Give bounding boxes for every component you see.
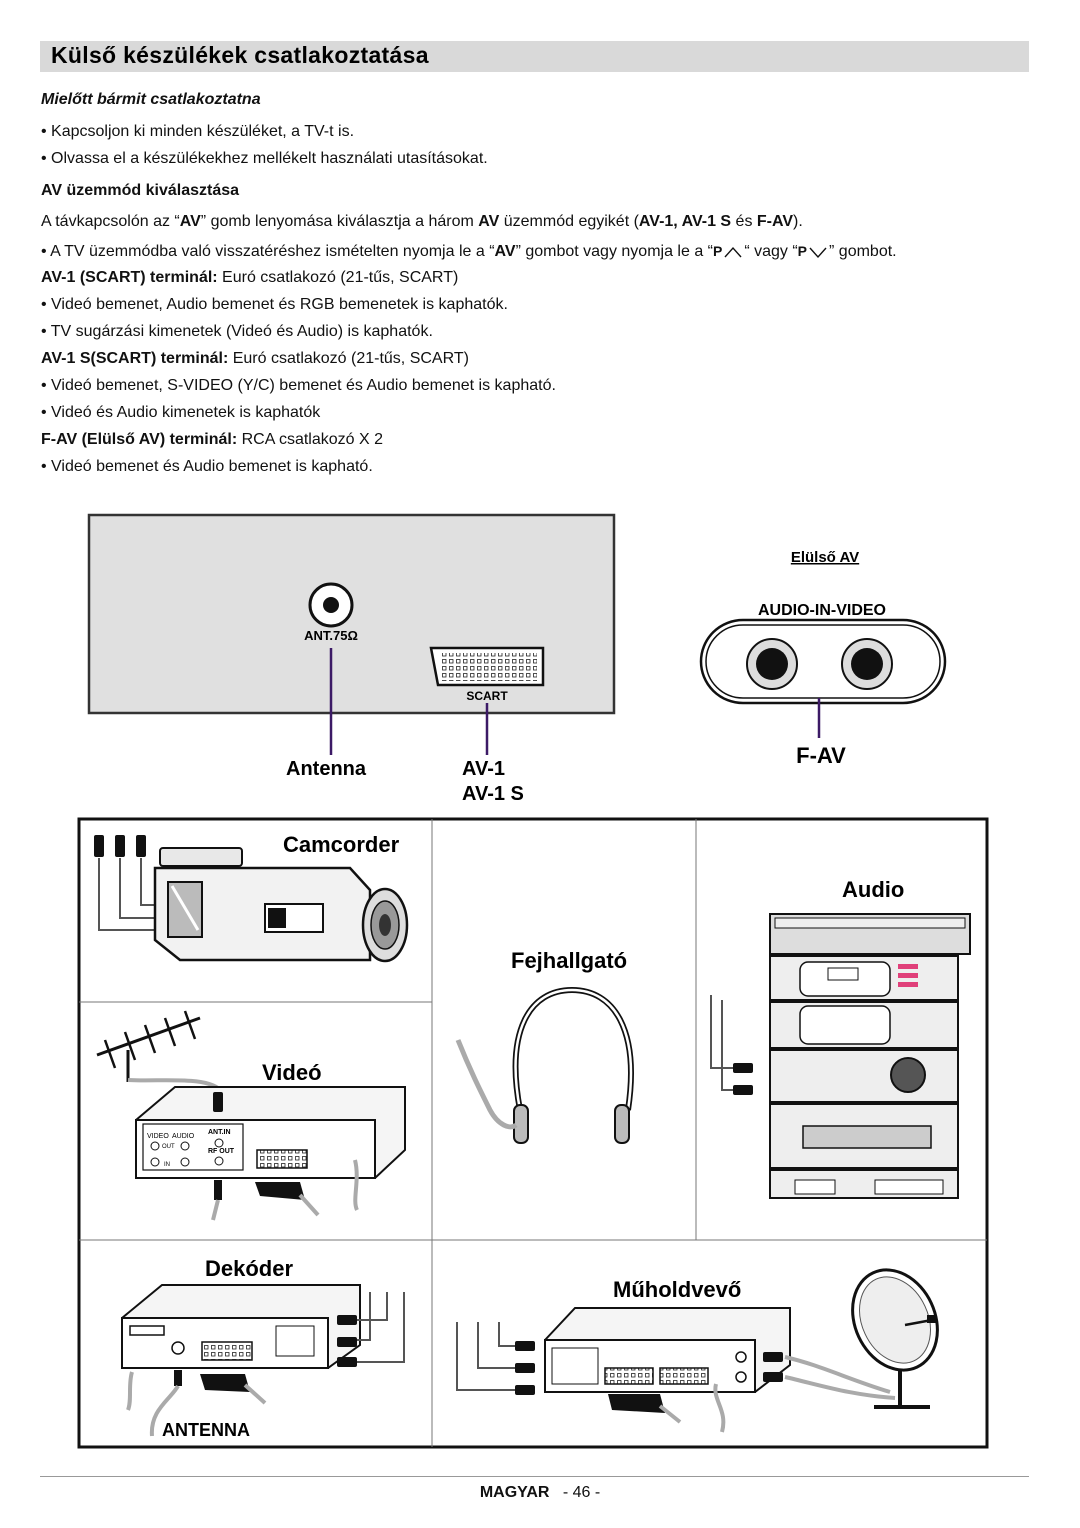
camcorder-illustration	[94, 835, 409, 963]
av-text-c: üzemmód egyikét (	[499, 213, 639, 230]
av-text-modes: AV-1, AV-1 S	[638, 213, 732, 230]
before-bullet-1-text: Kapcsoljon ki minden készüléket, a TV-t …	[51, 123, 355, 140]
section-fav-label: F-AV (Elülső AV) terminál:	[41, 431, 238, 448]
vcr-in-label: IN	[164, 1162, 170, 1168]
headphones-illustration	[455, 986, 634, 1144]
antenna-caption: Antenna	[286, 758, 367, 780]
vcr-rf-out-label: RF OUT	[208, 1148, 235, 1155]
section-av1s-bullet-2: • Videó és Audio kimenetek is kaphatók	[41, 404, 321, 421]
before-bullet-2-text: Olvassa el a készülékekhez mellékelt has…	[51, 150, 488, 167]
av-text-es: és	[731, 213, 757, 230]
p-up-label: P	[712, 243, 723, 259]
section-fav-bullet-1: • Videó bemenet és Audio bemenet is kaph…	[41, 458, 373, 475]
video-label: Videó	[262, 1060, 322, 1085]
title-bar: Külső készülékek csatlakoztatása	[40, 41, 1029, 72]
ant-label: ANT.75Ω	[304, 628, 358, 643]
section-av1-bullet-2-text: TV sugárzási kimenetek (Videó és Audio) …	[50, 323, 433, 340]
section-av1s: AV-1 S(SCART) terminál: Euró csatlakozó …	[41, 349, 469, 369]
section-av1s-bullet-2-text: Videó és Audio kimenetek is kaphatók	[51, 404, 321, 421]
audio-system-illustration	[710, 913, 971, 1199]
audio-jack-icon	[746, 638, 798, 690]
vcr-audio-label: AUDIO	[172, 1133, 195, 1140]
antenna-socket-icon	[308, 582, 354, 628]
av-text-b: ” gomb lenyomása kiválasztja a három	[200, 213, 479, 230]
chevron-down-icon	[809, 247, 827, 258]
av2-text-c: “ vagy “	[744, 243, 798, 260]
footer: MAGYAR - 46 -	[0, 1484, 1080, 1502]
video-jack-icon	[841, 638, 893, 690]
section-fav-text: RCA csatlakozó X 2	[237, 431, 383, 448]
vcr-out-label: OUT	[162, 1144, 175, 1150]
audio-in-video-label: AUDIO-IN-VIDEO	[758, 602, 886, 619]
av-text-av: AV	[179, 213, 201, 230]
footer-page-number: - 46 -	[562, 1484, 601, 1501]
chevron-up-icon	[724, 246, 742, 258]
section-fav: F-AV (Elülső AV) terminál: RCA csatlakoz…	[41, 430, 383, 450]
satellite-label: Műholdvevő	[613, 1277, 741, 1302]
section-av1-bullet-1: • Videó bemenet, Audio bemenet és RGB be…	[41, 296, 508, 313]
before-bullet-1: • Kapcsoljon ki minden készüléket, a TV-…	[41, 123, 355, 140]
fav-caption: F-AV	[796, 743, 846, 768]
page-title: Külső készülékek csatlakoztatása	[51, 42, 429, 68]
av2-text-d: ” gombot.	[829, 243, 897, 260]
av2-text-b: ” gombot vagy nyomja le a “	[515, 243, 713, 260]
av-mode-line-1: A távkapcsolón az “AV” gomb lenyomása ki…	[41, 212, 803, 232]
decoder-label: Dekóder	[205, 1256, 293, 1281]
av1-caption: AV-1	[462, 758, 505, 780]
before-heading: Mielőtt bármit csatlakoztatna	[41, 91, 261, 108]
p-down-label: P	[797, 243, 808, 259]
satellite-receiver-illustration	[456, 1307, 791, 1433]
av-mode-line-2: • A TV üzemmódba való visszatéréshez ism…	[41, 241, 897, 262]
section-av1s-bullet-1: • Videó bemenet, S-VIDEO (Y/C) bemenet é…	[41, 377, 556, 394]
vcr-illustration: VIDEO AUDIO OUT IN ANT.IN RF OUT	[135, 1086, 406, 1221]
scart-label: SCART	[466, 689, 508, 703]
front-av-title: Elülső AV	[791, 549, 859, 566]
section-av1-label: AV-1 (SCART) terminál:	[41, 269, 218, 286]
section-fav-bullet-1-text: Videó bemenet és Audio bemenet is kaphat…	[51, 458, 373, 475]
av-mode-heading: AV üzemmód kiválasztása	[41, 182, 240, 199]
av-text-a: A távkapcsolón az “	[41, 213, 180, 230]
av1s-caption: AV-1 S	[462, 783, 524, 805]
front-av-panel: Elülső AV AUDIO-IN-VIDEO	[699, 549, 947, 738]
vcr-ant-in-label: ANT.IN	[208, 1129, 231, 1136]
section-av1-bullet-2: • TV sugárzási kimenetek (Videó és Audio…	[41, 323, 433, 340]
av2-text-av: AV	[494, 243, 516, 260]
headphones-label: Fejhallgató	[511, 948, 627, 973]
rear-panel: ANT.75Ω SCART	[87, 513, 616, 755]
satellite-dish-illustration	[784, 1268, 939, 1409]
footer-divider	[40, 1476, 1029, 1477]
decoder-illustration	[121, 1284, 405, 1437]
audio-label: Audio	[842, 877, 904, 902]
av-text-end: ).	[793, 213, 803, 230]
section-av1: AV-1 (SCART) terminál: Euró csatlakozó (…	[41, 268, 458, 288]
camcorder-label: Camcorder	[283, 832, 400, 857]
section-av1-text: Euró csatlakozó (21-tűs, SCART)	[217, 269, 459, 286]
av-text-fav: F-AV	[756, 213, 794, 230]
section-av1s-bullet-1-text: Videó bemenet, S-VIDEO (Y/C) bemenet és …	[51, 377, 556, 394]
vcr-video-label: VIDEO	[147, 1133, 169, 1140]
before-bullet-2: • Olvassa el a készülékekhez mellékelt h…	[41, 150, 488, 167]
footer-language: MAGYAR	[479, 1484, 550, 1501]
scart-socket-icon	[429, 646, 545, 687]
section-av1-bullet-1-text: Videó bemenet, Audio bemenet és RGB beme…	[51, 296, 508, 313]
section-av1s-label: AV-1 S(SCART) terminál:	[41, 350, 229, 367]
antenna-illustration	[96, 1010, 224, 1094]
antenna-label: ANTENNA	[162, 1420, 250, 1440]
av-text-av2: AV	[478, 213, 500, 230]
av2-text-a: • A TV üzemmódba való visszatéréshez ism…	[41, 243, 495, 260]
section-av1s-text: Euró csatlakozó (21-tűs, SCART)	[228, 350, 469, 367]
